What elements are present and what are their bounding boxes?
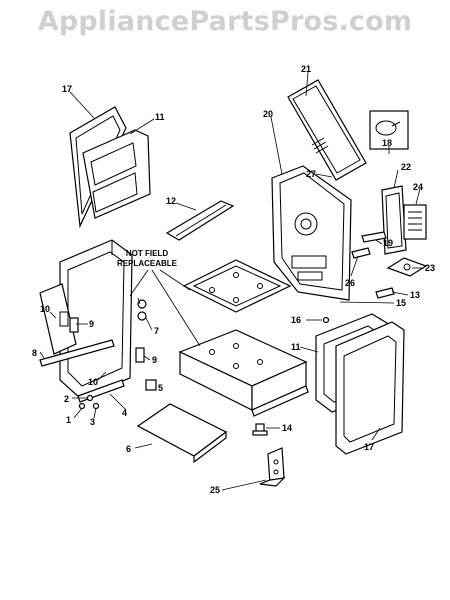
part-19-bracket[interactable] bbox=[361, 231, 387, 243]
label-22: 22 bbox=[401, 162, 411, 172]
label-8: 8 bbox=[32, 348, 37, 358]
part-13-bracket[interactable] bbox=[375, 287, 395, 299]
part-23-plate[interactable] bbox=[386, 257, 428, 277]
part-25-anti-tip-bracket[interactable] bbox=[259, 447, 286, 487]
part-3-screw[interactable] bbox=[92, 402, 100, 410]
label-20: 20 bbox=[263, 109, 273, 119]
label-2: 2 bbox=[64, 394, 69, 404]
label-10-left: 10 bbox=[40, 304, 50, 314]
oven-base-box[interactable] bbox=[178, 329, 309, 417]
oven-bottom-tray[interactable] bbox=[182, 259, 292, 313]
part-12-bracket[interactable] bbox=[165, 200, 235, 241]
label-15: 15 bbox=[396, 298, 406, 308]
label-25: 25 bbox=[210, 485, 220, 495]
label-27: 27 bbox=[306, 169, 316, 179]
part-6-plate[interactable] bbox=[136, 403, 228, 464]
part-10-left-panel[interactable] bbox=[39, 283, 77, 355]
part-14-leveling-foot[interactable] bbox=[252, 423, 268, 436]
label-16: 16 bbox=[291, 315, 301, 325]
label-9-right: 9 bbox=[152, 355, 157, 365]
part-8-rail[interactable] bbox=[39, 339, 115, 367]
oven-front-frame[interactable] bbox=[59, 239, 133, 399]
label-11-top: 11 bbox=[155, 112, 165, 122]
label-4: 4 bbox=[122, 408, 127, 418]
label-3: 3 bbox=[90, 417, 95, 427]
label-14: 14 bbox=[282, 423, 292, 433]
label-6: 6 bbox=[126, 444, 131, 454]
part-9-hinge-left[interactable] bbox=[69, 317, 79, 333]
part-16-screw[interactable] bbox=[322, 316, 330, 324]
label-11-right: 11 bbox=[291, 342, 301, 352]
label-9-left: 9 bbox=[89, 319, 94, 329]
label-24: 24 bbox=[413, 182, 423, 192]
part-18-sensor[interactable] bbox=[369, 110, 409, 150]
label-13: 13 bbox=[410, 290, 420, 300]
watermark: AppliancePartsPros.com bbox=[37, 6, 413, 37]
part-5-screw[interactable] bbox=[145, 379, 157, 391]
label-7: 7 bbox=[154, 326, 159, 336]
part-9-hinge-right[interactable] bbox=[135, 347, 145, 363]
label-10-bottom: 10 bbox=[88, 377, 98, 387]
label-18: 18 bbox=[382, 138, 392, 148]
label-5: 5 bbox=[158, 383, 163, 393]
part-2-screw[interactable] bbox=[86, 394, 94, 402]
label-17-top: 17 bbox=[62, 84, 72, 94]
label-17-right: 17 bbox=[364, 442, 374, 452]
label-12: 12 bbox=[166, 196, 176, 206]
part-17-outer-door[interactable] bbox=[335, 321, 405, 455]
note-line-1: NOT FIELD bbox=[126, 249, 168, 258]
label-1: 1 bbox=[66, 415, 71, 425]
leader-lines bbox=[39, 71, 424, 491]
part-21-back-cover[interactable] bbox=[287, 79, 367, 181]
part-11-upper-panel[interactable] bbox=[82, 129, 151, 219]
part-1-screw[interactable] bbox=[78, 402, 86, 410]
label-26: 26 bbox=[345, 278, 355, 288]
part-7-washer[interactable] bbox=[137, 299, 147, 321]
part-26-clip[interactable] bbox=[351, 247, 371, 259]
label-21: 21 bbox=[301, 64, 311, 74]
label-23: 23 bbox=[425, 263, 435, 273]
part-24-vent-panel[interactable] bbox=[403, 204, 427, 240]
part-20-back-panel[interactable] bbox=[271, 165, 352, 301]
note-line-2: REPLACEABLE bbox=[117, 259, 178, 268]
label-19: 19 bbox=[383, 238, 393, 248]
